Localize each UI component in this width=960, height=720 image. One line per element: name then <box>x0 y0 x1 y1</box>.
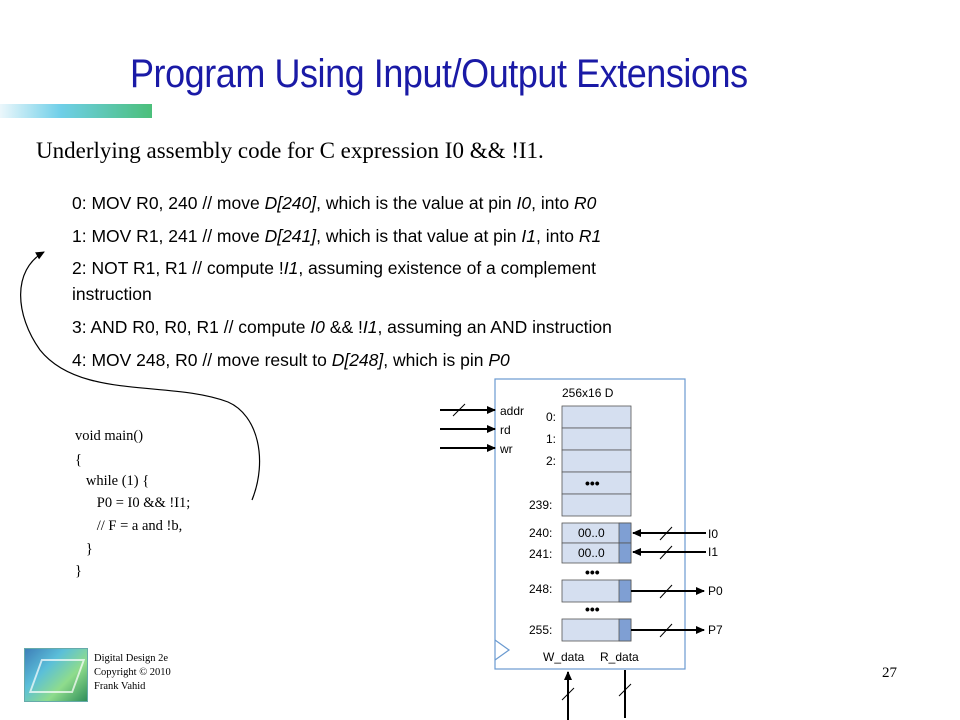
row-label-240: 240: <box>529 526 552 540</box>
book-logo <box>24 648 88 702</box>
ellipsis-2: ••• <box>585 564 600 580</box>
row-label-241: 241: <box>529 547 552 561</box>
port-w-data: W_data <box>543 650 585 664</box>
c-line-1: void main() <box>75 428 144 444</box>
cell-241-value: 00..0 <box>578 546 605 560</box>
c-line-4: P0 = I0 && !I1; <box>75 495 191 511</box>
c-line-5: // F = a and !b, <box>75 518 183 534</box>
row-label-248: 248: <box>529 582 552 596</box>
pin-i1: I1 <box>708 545 718 559</box>
pin-i0: I0 <box>708 527 718 541</box>
loop-arrow <box>20 251 261 501</box>
row-label-0: 0: <box>546 410 556 424</box>
asm-line-3: 3: AND R0, R0, R1 // compute I0 && !I1, … <box>72 317 612 337</box>
ellipsis-1: ••• <box>585 475 600 491</box>
asm-line-2-continued: instruction <box>72 284 152 304</box>
c-line-3: while (1) { <box>75 473 150 489</box>
row-label-239: 239: <box>529 498 552 512</box>
footer-line-3: Frank Vahid <box>94 681 146 692</box>
row-label-2: 2: <box>546 454 556 468</box>
footer-line-1: Digital Design 2e <box>94 653 169 664</box>
port-wr: wr <box>499 442 513 456</box>
title-accent-bar <box>0 104 152 118</box>
pin-p7: P7 <box>708 623 723 637</box>
slide-title: Program Using Input/Output Extensions <box>130 52 748 96</box>
row-label-255: 255: <box>529 623 552 637</box>
footer-line-2: Copyright © 2010 <box>94 667 171 678</box>
c-line-6: } <box>75 541 93 557</box>
slide-subtitle: Underlying assembly code for C expressio… <box>36 138 544 163</box>
asm-line-2: 2: NOT R1, R1 // compute !I1, assuming e… <box>72 258 596 278</box>
port-addr: addr <box>500 404 524 418</box>
clock-triangle <box>494 639 511 661</box>
page-number: 27 <box>882 665 897 681</box>
pin-p0: P0 <box>708 584 723 598</box>
asm-line-4: 4: MOV 248, R0 // move result to D[248],… <box>72 350 510 370</box>
port-rd: rd <box>500 423 511 437</box>
asm-line-0: 0: MOV R0, 240 // move D[240], which is … <box>72 193 597 213</box>
c-line-7: } <box>75 563 82 579</box>
asm-line-1: 1: MOV R1, 241 // move D[241], which is … <box>72 226 602 246</box>
c-line-2: { <box>75 452 82 468</box>
ellipsis-3: ••• <box>585 601 600 617</box>
memory-title: 256x16 D <box>562 386 614 400</box>
cell-240-value: 00..0 <box>578 526 605 540</box>
port-r-data: R_data <box>600 650 639 664</box>
row-label-1: 1: <box>546 432 556 446</box>
